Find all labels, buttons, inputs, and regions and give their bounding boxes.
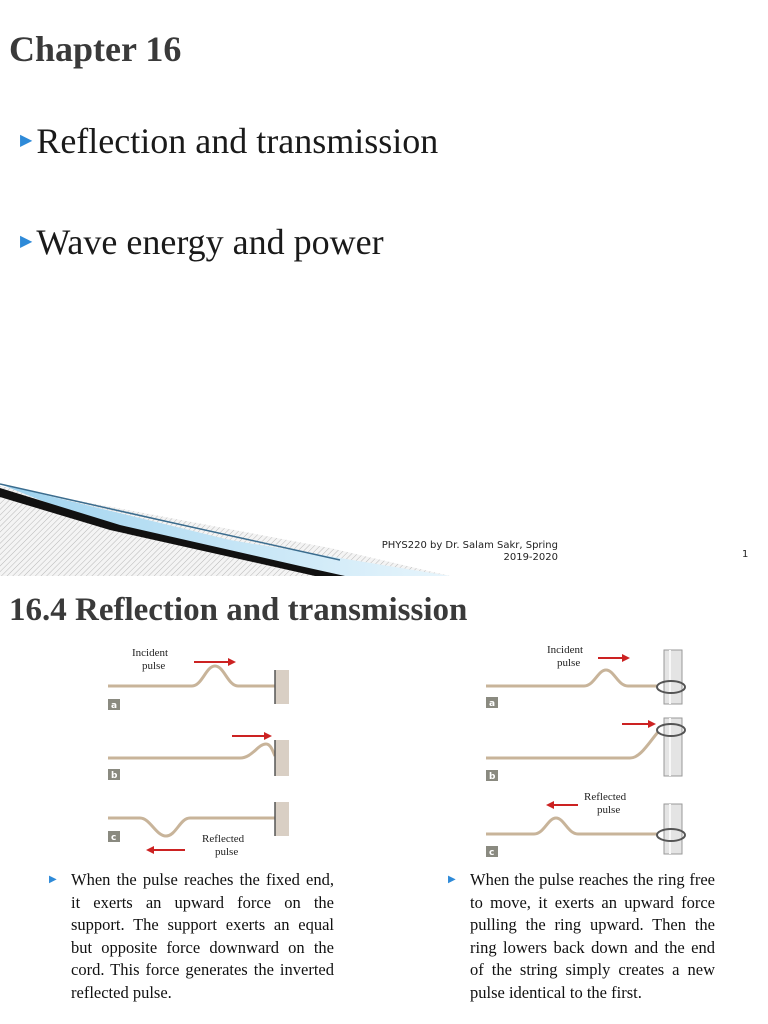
pulse-rope-c [486, 816, 658, 836]
bullet-text: Wave energy and power [36, 222, 384, 262]
step-label-c: c [111, 833, 116, 843]
free-end-reflection-figure: Incident pulse a b Reflected pulse c [486, 644, 686, 858]
incident-label-line2: pulse [557, 657, 580, 669]
pulse-rope-a [486, 668, 658, 688]
pole-a [663, 649, 683, 705]
reflected-label-line1: Reflected [202, 833, 245, 845]
incident-arrowhead-icon [228, 658, 236, 666]
ring-a [656, 680, 686, 694]
fixed-end-text: When the pulse reaches the fixed end, it… [71, 870, 334, 1002]
slide-1: Chapter 16 ▶ Reflection and transmission… [0, 29, 749, 576]
fixed-end-explanation: ▶ When the pulse reaches the fixed end, … [49, 869, 334, 1004]
ring-c [656, 828, 686, 842]
step-badge-a [108, 699, 120, 710]
incident-label-line2: pulse [142, 660, 165, 672]
step-badge-b [486, 770, 498, 781]
reflected-label-line1: Reflected [584, 791, 627, 803]
slide-2: 16.4 Reflection and transmission Inciden… [0, 576, 768, 1024]
step-badge-b [108, 769, 120, 780]
section-title: 16.4 Reflection and transmission [9, 592, 468, 628]
pole-b [663, 717, 683, 777]
pulse-rope-b [486, 731, 660, 760]
incident-label-line1: Incident [132, 647, 168, 659]
step-badge-c [108, 831, 120, 842]
step-badge-c [486, 846, 498, 857]
bullet-triangle-icon: ▶ [448, 874, 456, 885]
reflected-label-line2: pulse [597, 804, 620, 816]
pulse-rope-a [108, 664, 275, 688]
page-number: 1 [742, 549, 749, 560]
ring-b [656, 723, 686, 737]
pulse-rope-b [108, 742, 277, 760]
bullet-triangle-icon: ▶ [20, 231, 33, 250]
reflected-label-line2: pulse [215, 846, 238, 858]
step-label-b: b [489, 772, 496, 782]
fixed-end-reflection-figure: Incident pulse a b c Reflected pulse [108, 647, 289, 858]
footer-line-2: 2019-2020 [503, 552, 558, 563]
free-end-explanation: ▶ When the pulse reaches the ring free t… [448, 869, 715, 1004]
bullet-reflection-transmission: ▶ Reflection and transmission [20, 120, 438, 162]
bullet-triangle-icon: ▶ [49, 874, 57, 885]
free-end-text: When the pulse reaches the ring free to … [470, 870, 715, 1002]
step-label-c: c [489, 848, 494, 858]
step-badge-a [486, 697, 498, 708]
step-label-a: a [489, 699, 495, 709]
pulse-rope-c [108, 816, 275, 838]
step-label-a: a [111, 701, 117, 711]
footer-course-info: PHYS220 by Dr. Salam Sakr, Spring 2019-2… [378, 540, 558, 564]
step-label-b: b [111, 771, 118, 781]
bullet-text: Reflection and transmission [36, 121, 439, 161]
footer-line-1: PHYS220 by Dr. Salam Sakr, Spring [381, 540, 558, 551]
wall-support-c [275, 802, 289, 836]
incident-label-line1: Incident [547, 644, 583, 656]
wall-support-a [275, 670, 289, 704]
wall-support-b [275, 740, 289, 776]
decorative-swoosh [0, 483, 450, 576]
bullet-triangle-icon: ▶ [20, 130, 33, 149]
chapter-title: Chapter 16 [9, 29, 182, 69]
bullet-wave-energy: ▶ Wave energy and power [20, 221, 384, 263]
